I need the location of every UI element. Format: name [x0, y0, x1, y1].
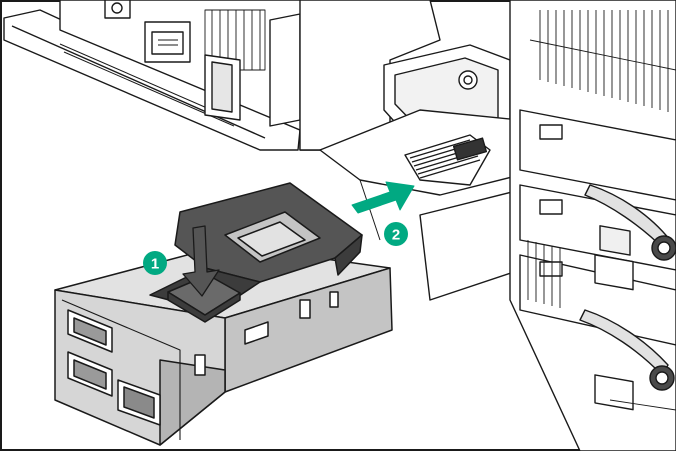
rail-slot [59, 43, 231, 119]
right-arrow-icon [351, 181, 415, 214]
tray-handle [269, 13, 301, 127]
chassis-bays [509, 0, 676, 451]
callout-1: 1 [143, 251, 167, 275]
chassis-vent-grill [529, 10, 676, 112]
socket-lower-plate [419, 189, 521, 301]
server-tray [3, 0, 321, 151]
bay-port-icon [594, 254, 634, 291]
callout-2: 2 [384, 222, 408, 246]
bay-port-small [539, 124, 563, 140]
connector-pin-block [452, 137, 488, 161]
tray-vent-grill [204, 9, 266, 71]
callout-label: 2 [392, 227, 400, 244]
module-rj45-port-icon [67, 309, 113, 397]
module-side-vent [194, 354, 206, 376]
callout-circle [143, 251, 167, 275]
down-arrow-icon [182, 225, 220, 297]
socket-assembly [299, 0, 521, 301]
connector-pins [409, 139, 481, 179]
rail-edge-line [11, 25, 266, 139]
callout-label: 1 [151, 256, 159, 273]
bay-port-icon-2 [594, 374, 634, 411]
thumbscrew-icon [649, 235, 676, 391]
callout-circle [384, 222, 408, 246]
